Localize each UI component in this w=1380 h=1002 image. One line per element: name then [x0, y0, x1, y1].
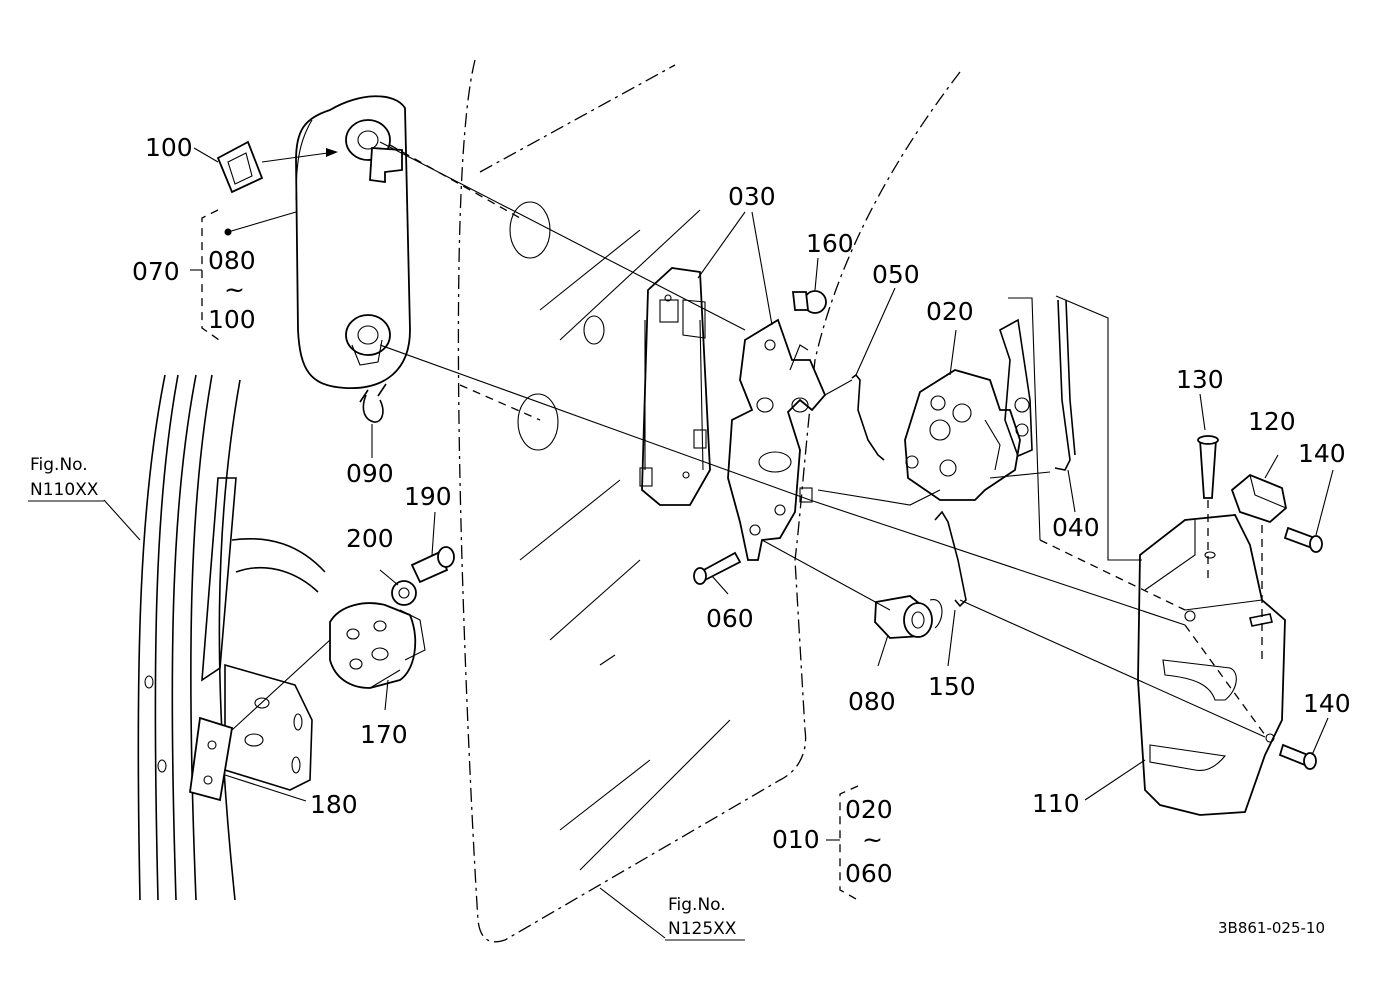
- alignment-lines: [231, 141, 1266, 738]
- label-030: 030: [728, 182, 776, 211]
- cab-frame-left: [137, 374, 326, 901]
- hinge-plate-180[interactable]: [189, 716, 234, 802]
- block-120[interactable]: [1230, 473, 1287, 524]
- bolt-190[interactable]: [410, 546, 455, 584]
- knob-160[interactable]: [791, 290, 827, 314]
- fig-ref-bottom-title: Fig.No.: [668, 895, 726, 915]
- label-180: 180: [310, 790, 358, 819]
- leader-lines: [103, 147, 1334, 939]
- drawing-code: 3B861-025-10: [1218, 919, 1325, 937]
- rod-050[interactable]: [851, 373, 885, 461]
- square-washer-100[interactable]: [216, 140, 264, 194]
- label-140-bottom: 140: [1303, 689, 1351, 718]
- label-110: 110: [1032, 789, 1080, 818]
- label-100: 100: [145, 133, 193, 162]
- fig-ref-left-code: N110XX: [30, 480, 99, 500]
- lock-washer-200[interactable]: [391, 580, 417, 606]
- rod-150[interactable]: [934, 510, 967, 608]
- screw-140-top[interactable]: [1283, 526, 1323, 553]
- label-200: 200: [346, 524, 394, 553]
- label-070: 070: [132, 257, 180, 286]
- label-130: 130: [1176, 365, 1224, 394]
- rod-040[interactable]: [1054, 299, 1076, 471]
- label-120: 120: [1248, 407, 1296, 436]
- label-160: 160: [806, 229, 854, 258]
- label-020: 020: [926, 297, 974, 326]
- figure-reference-left: Fig.No. N110XX: [28, 455, 104, 502]
- figure-reference-bottom: Fig.No. N125XX: [665, 895, 745, 941]
- outer-cover-110[interactable]: [1137, 514, 1286, 816]
- fig-ref-left-title: Fig.No.: [30, 455, 88, 475]
- label-190: 190: [404, 482, 452, 511]
- clip-090[interactable]: [359, 383, 387, 423]
- label-100-range-end: 100: [208, 305, 256, 334]
- label-060: 060: [706, 604, 754, 633]
- label-170: 170: [360, 720, 408, 749]
- screw-140-bottom[interactable]: [1278, 743, 1317, 770]
- label-range-tilde-a: ~: [224, 275, 245, 304]
- pin-130[interactable]: [1197, 435, 1219, 499]
- inner-handle-assembly-070[interactable]: [295, 95, 411, 389]
- key-cylinder-080[interactable]: [874, 595, 943, 639]
- label-050: 050: [872, 260, 920, 289]
- braces: [190, 209, 859, 901]
- lock-plate-030[interactable]: [727, 318, 827, 561]
- hinge-plate-170[interactable]: [329, 602, 426, 689]
- screw-060[interactable]: [693, 551, 742, 585]
- bracket-plate-030[interactable]: [639, 267, 711, 506]
- fig-ref-bottom-code: N125XX: [668, 919, 737, 939]
- label-020-range-start: 020: [845, 795, 893, 824]
- lock-body-020[interactable]: [904, 318, 1033, 501]
- label-150: 150: [928, 672, 976, 701]
- label-080: 080: [848, 687, 896, 716]
- label-080-range-start: 080: [208, 246, 256, 275]
- label-range-tilde-b: ~: [862, 825, 883, 854]
- label-040: 040: [1052, 513, 1100, 542]
- part-labels: 100 070 080 ~ 100 090 030 160 050 020 13…: [132, 133, 1351, 888]
- label-090: 090: [346, 459, 394, 488]
- label-010: 010: [772, 825, 820, 854]
- label-140-top: 140: [1298, 439, 1346, 468]
- label-060-range-end: 060: [845, 859, 893, 888]
